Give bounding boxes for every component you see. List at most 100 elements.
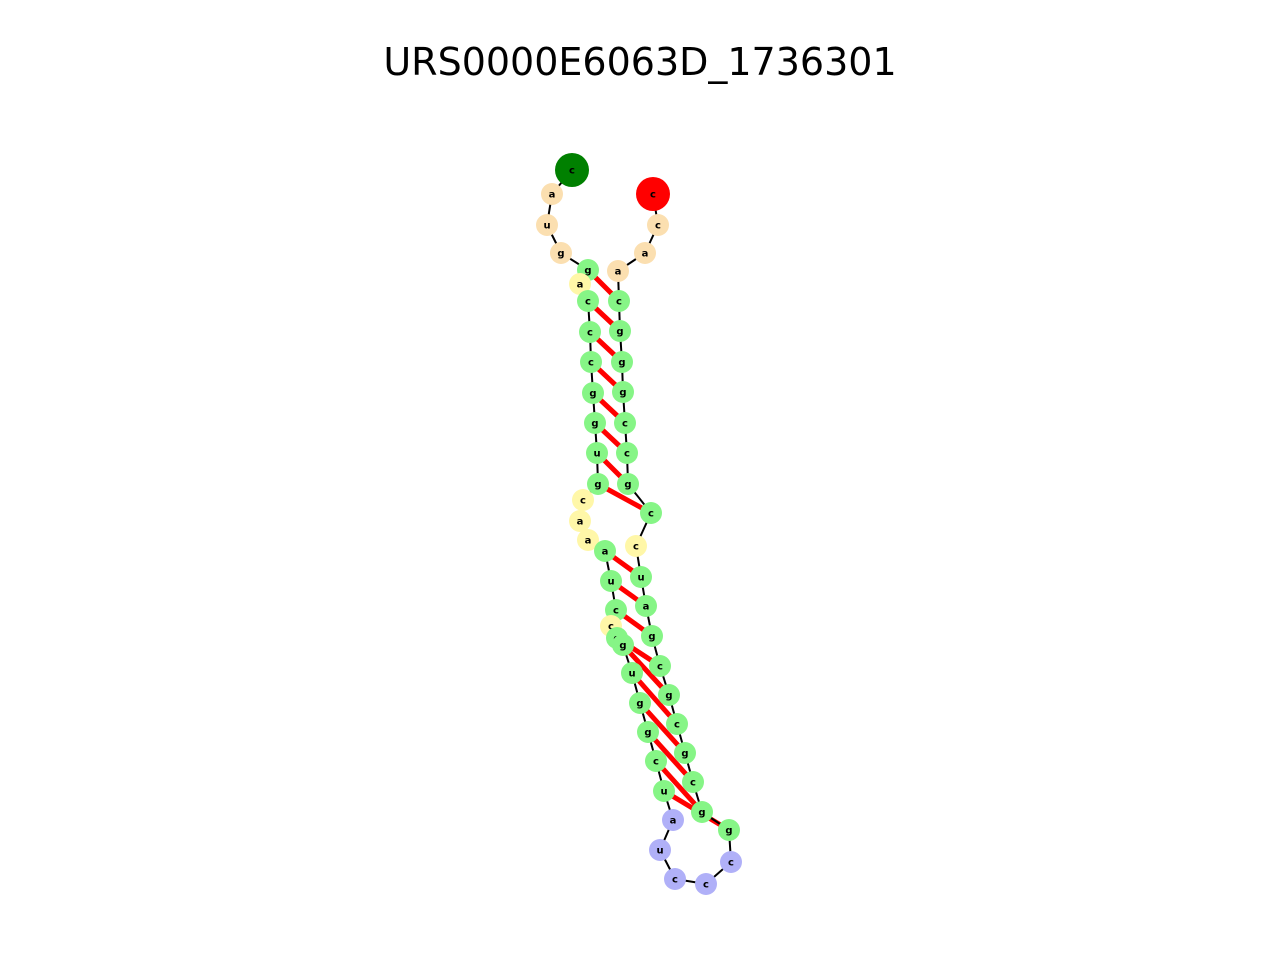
nucleotide-circle xyxy=(607,260,629,282)
nucleotide-circle xyxy=(582,382,604,404)
nucleotide-label: c xyxy=(728,858,734,869)
nucleotide-label: c xyxy=(585,297,591,308)
nucleotide-circle xyxy=(664,868,686,890)
nucleotide: u xyxy=(586,442,608,464)
nucleotide-label: c xyxy=(650,190,656,201)
nucleotide-circle xyxy=(666,713,688,735)
nucleotide-label: a xyxy=(577,517,584,528)
nucleotide: g xyxy=(582,382,604,404)
nucleotide: g xyxy=(612,381,634,403)
nucleotide-circle xyxy=(636,177,670,211)
nucleotide-label: g xyxy=(681,749,688,760)
nucleotide-circle xyxy=(682,771,704,793)
nucleotide-circle xyxy=(649,655,671,677)
nucleotide-circle xyxy=(625,535,647,557)
nucleotide-circle xyxy=(614,412,636,434)
nucleotide: c xyxy=(572,489,594,511)
nucleotide-label: c xyxy=(580,496,586,507)
nucleotide-circle xyxy=(609,320,631,342)
nucleotide-label: g xyxy=(624,480,631,491)
nucleotide-label: a xyxy=(642,249,649,260)
nucleotide-circle xyxy=(649,839,671,861)
nucleotide: a xyxy=(577,529,599,551)
nucleotide-circle xyxy=(691,801,713,823)
nucleotide-circle xyxy=(647,214,669,236)
nucleotide-circle xyxy=(580,351,602,373)
nucleotide-circle xyxy=(658,684,680,706)
nucleotide: c xyxy=(664,868,686,890)
nucleotide-label: c xyxy=(672,875,678,886)
nucleotide-label: c xyxy=(616,297,622,308)
base-pair-bond xyxy=(621,643,671,697)
nucleotide-circle xyxy=(634,242,656,264)
nucleotide-circle xyxy=(629,692,651,714)
nucleotide-circle xyxy=(635,595,657,617)
nucleotide: g xyxy=(637,721,659,743)
nucleotide: c xyxy=(666,713,688,735)
nucleotide-circle xyxy=(611,351,633,373)
nucleotide: g xyxy=(641,625,663,647)
nucleotide: a xyxy=(607,260,629,282)
nucleotide-label: u xyxy=(593,449,600,460)
nucleotide-label: c xyxy=(655,221,661,232)
nucleotide-label: c xyxy=(622,419,628,430)
nucleotide: c xyxy=(645,750,667,772)
nucleotide-circle xyxy=(637,721,659,743)
nucleotide: g xyxy=(587,473,609,495)
nucleotide-label: c xyxy=(657,662,663,673)
nucleotide-circle xyxy=(600,570,622,592)
nucleotide-circle xyxy=(541,183,563,205)
nucleotide-circle xyxy=(572,489,594,511)
nucleotide-circle xyxy=(555,153,589,187)
nucleotide-circle xyxy=(584,412,606,434)
nucleotide-label: u xyxy=(656,846,663,857)
nucleotide-circle xyxy=(645,750,667,772)
nucleotide: a xyxy=(635,595,657,617)
nucleotide: g xyxy=(691,801,713,823)
nucleotide-label: g xyxy=(618,358,625,369)
nucleotide-circle xyxy=(662,809,684,831)
nucleotide: c xyxy=(579,321,601,343)
nucleotide-circle xyxy=(616,442,638,464)
five-prime-end-nucleotide: c xyxy=(555,153,589,187)
nucleotide-label: c xyxy=(703,880,709,891)
nucleotide: c xyxy=(640,502,662,524)
base-pair-bond xyxy=(646,730,695,784)
nucleotide: g xyxy=(611,351,633,373)
nucleotide-label: g xyxy=(557,249,564,260)
nucleotide-circle xyxy=(577,529,599,551)
nucleotide-label: g xyxy=(619,388,626,399)
nucleotide: u xyxy=(653,780,675,802)
nucleotide: g xyxy=(629,692,651,714)
nucleotide: a xyxy=(634,242,656,264)
nucleotide-label: u xyxy=(660,787,667,798)
nucleotide: a xyxy=(662,809,684,831)
nucleotide-circle xyxy=(612,634,634,656)
nucleotide-label: c xyxy=(588,358,594,369)
nucleotide-label: g xyxy=(698,808,705,819)
nucleotide-label: g xyxy=(616,327,623,338)
nucleotide-circle xyxy=(695,873,717,895)
base-pair-bond xyxy=(638,701,687,755)
nucleotide: a xyxy=(541,183,563,205)
nucleotide: c xyxy=(577,290,599,312)
nucleotide: g xyxy=(612,634,634,656)
nucleotide: g xyxy=(674,742,696,764)
nucleotide: u xyxy=(600,570,622,592)
nucleotide-label: c xyxy=(633,542,639,553)
nucleotide-circle xyxy=(569,510,591,532)
nucleotide-circle xyxy=(630,566,652,588)
nucleotide-circle xyxy=(674,742,696,764)
nucleotide-label: c xyxy=(690,778,696,789)
nucleotide-label: c xyxy=(587,328,593,339)
nucleotide-label: g xyxy=(619,641,626,652)
nucleotide: u xyxy=(630,566,652,588)
nucleotide-label: c xyxy=(608,622,614,633)
nucleotide-label: a xyxy=(615,267,622,278)
base-pair-bond xyxy=(654,759,704,814)
nucleotide-label: a xyxy=(577,280,584,291)
nucleotide-label: u xyxy=(637,573,644,584)
nucleotide: g xyxy=(718,819,740,841)
nucleotide-circle xyxy=(569,273,591,295)
nucleotide-circle xyxy=(577,290,599,312)
